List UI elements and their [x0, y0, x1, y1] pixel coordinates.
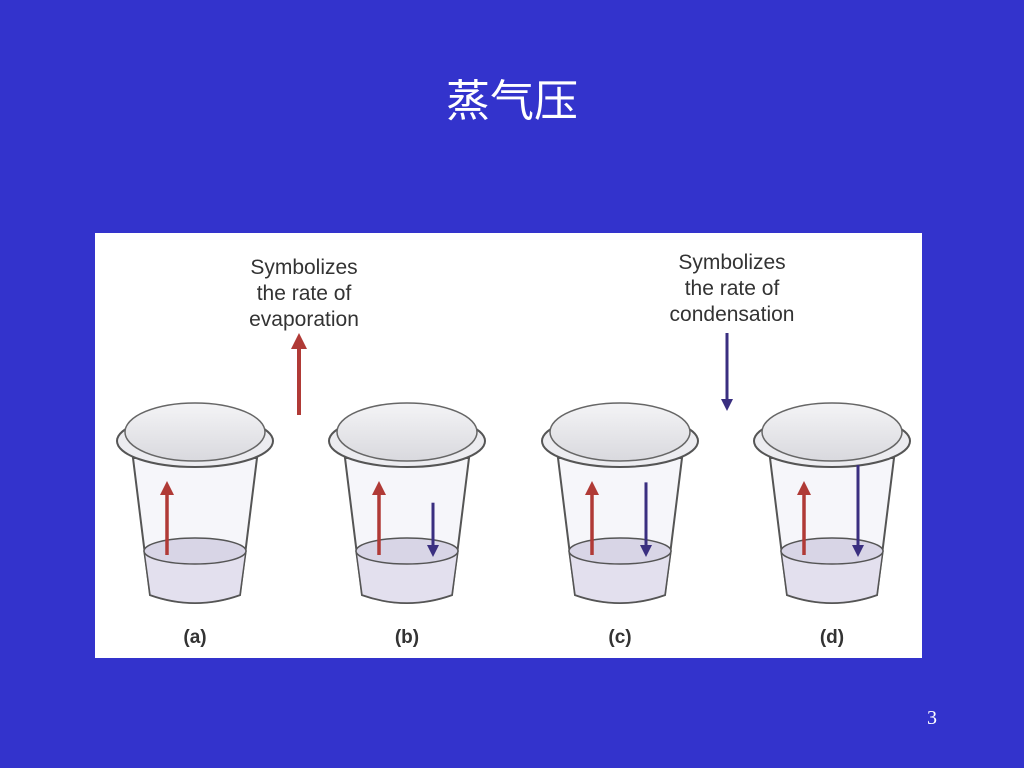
liquid-surface [568, 537, 672, 565]
condensation-callout-line-3: condensation [669, 303, 795, 326]
condensation-callout-line-1: Symbolizes [678, 251, 786, 274]
evaporation-callout-line-1: Symbolizes [250, 256, 358, 279]
page-number: 3 [927, 707, 937, 729]
cups-diagram [116, 333, 911, 604]
cup-label-b: (b) [394, 627, 420, 648]
vapor-pressure-figure: Symbolizes the rate of evaporation Symbo… [95, 233, 922, 658]
cup-label-d: (d) [819, 627, 845, 648]
cup-d [753, 402, 911, 604]
liquid-surface [143, 537, 247, 565]
condensation-callout-line-2: the rate of [684, 277, 780, 300]
cup-b [328, 402, 486, 604]
evaporation-callout-line-2: the rate of [256, 282, 352, 305]
lid [549, 402, 691, 462]
condensation-callout: Symbolizes the rate of condensation [632, 250, 832, 328]
slide-title: 蒸气压 [446, 76, 578, 127]
liquid-surface [780, 537, 884, 565]
cup-label-c: (c) [608, 627, 632, 648]
evaporation-callout-line-3: evaporation [249, 308, 359, 331]
cup-c [541, 402, 699, 604]
cup-label-a: (a) [183, 627, 207, 648]
evaporation-callout: Symbolizes the rate of evaporation [204, 255, 404, 333]
liquid-surface [355, 537, 459, 565]
cup-a [116, 402, 274, 604]
lid [761, 402, 903, 462]
lid [124, 402, 266, 462]
lid [336, 402, 478, 462]
